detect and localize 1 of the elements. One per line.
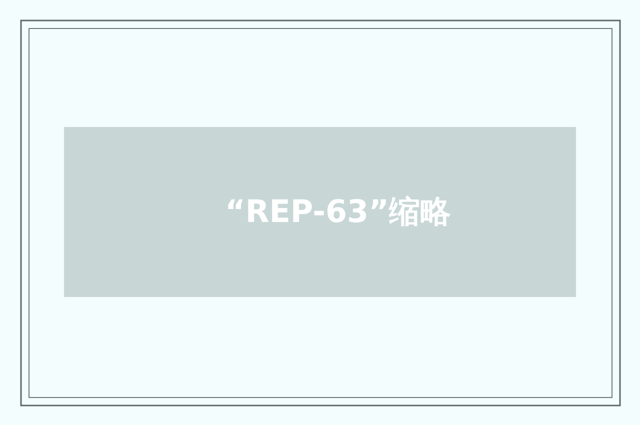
banner-box: [64, 127, 576, 297]
